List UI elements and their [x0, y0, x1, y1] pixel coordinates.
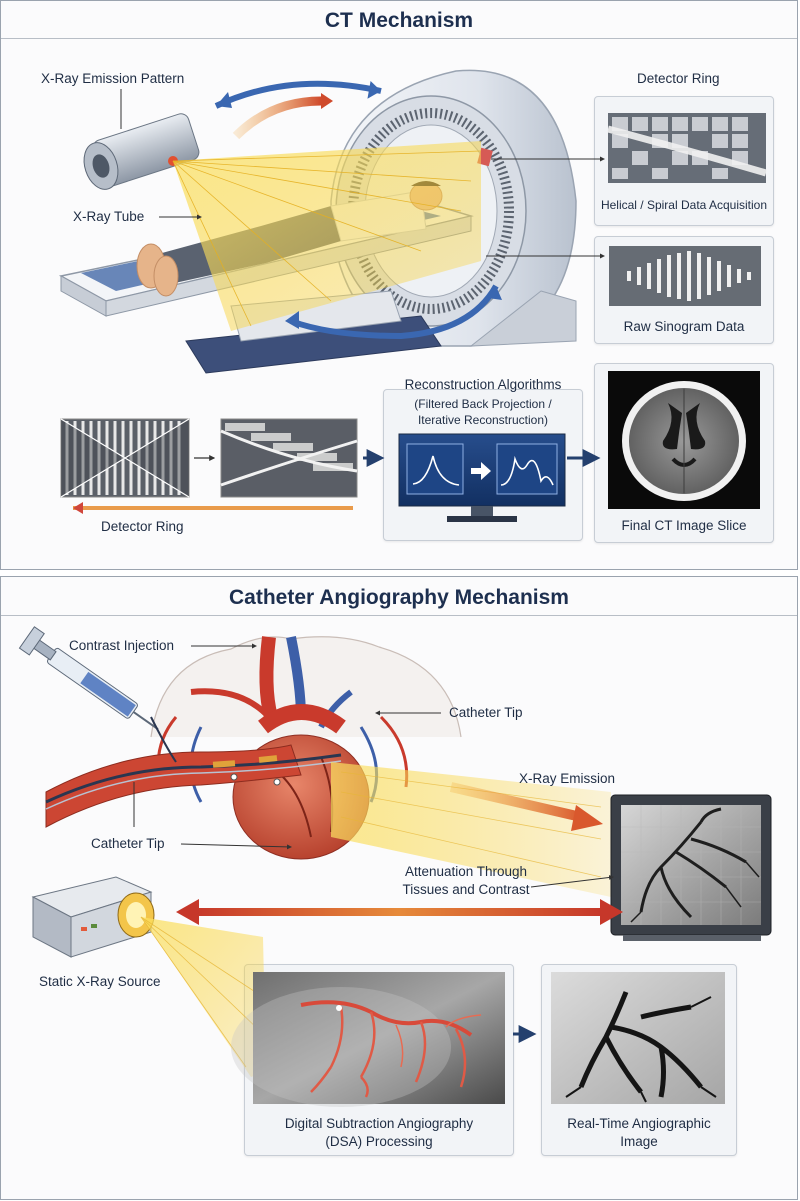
ct-leader-lines [120, 89, 605, 259]
label-reconstruction-title: Reconstruction Algorithms [404, 377, 562, 392]
source-beam-rays [140, 916, 264, 1068]
helical-acquisition-graphic [607, 113, 767, 183]
label-dsa-line2: (DSA) Processing [325, 1134, 433, 1149]
label-dsa-line1: Digital Subtraction Angiography [284, 1116, 474, 1131]
label-attenuation-line2: Tissues and Contrast [402, 882, 530, 897]
final-ct-slice [608, 371, 760, 509]
label-final-ct-image: Final CT Image Slice [621, 518, 747, 533]
label-reconstruction-line1: (Filtered Back Projection / [414, 397, 552, 411]
sinogram-tile-left [60, 418, 190, 498]
angiography-mechanism-panel: Catheter Angiography Mechanism [0, 576, 798, 1200]
emission-beam [331, 762, 611, 897]
ct-panel-title: CT Mechanism [324, 9, 474, 32]
angio-leader-lines [133, 643, 614, 888]
label-contrast-injection: Contrast Injection [69, 638, 175, 653]
label-raw-sinogram: Raw Sinogram Data [623, 319, 745, 334]
label-catheter-tip-upper: Catheter Tip [449, 705, 523, 720]
ct-illustration [58, 69, 767, 522]
label-attenuation-line1: Attenuation Through [404, 864, 528, 879]
label-detector-ring-top: Detector Ring [637, 71, 720, 86]
label-realtime-line1: Real-Time Angiographic [567, 1116, 711, 1131]
ct-xray-beam [172, 141, 482, 331]
dsa-image [231, 972, 505, 1107]
realtime-angiographic-image [551, 972, 725, 1104]
label-xray-emission: X-Ray Emission [519, 771, 616, 786]
static-xray-source [31, 876, 155, 958]
label-detector-ring-bottom: Detector Ring [101, 519, 184, 534]
artery-with-catheter [45, 744, 342, 828]
label-helical-acquisition: Helical / Spiral Data Acquisition [600, 198, 768, 212]
source-beam [141, 917, 266, 1077]
angio-illustration [18, 626, 772, 1107]
xray-tube-device [83, 113, 200, 190]
label-reconstruction-line2: Iterative Reconstruction) [417, 413, 549, 427]
label-xray-tube: X-Ray Tube [73, 209, 145, 224]
bidirectional-arrow [176, 899, 623, 925]
sinogram-tile-right [220, 418, 358, 498]
detector-gradient-arrow [73, 502, 353, 514]
fluoroscopy-monitor [610, 794, 772, 941]
label-static-xray-source: Static X-Ray Source [39, 974, 161, 989]
reconstruction-monitor [398, 433, 566, 522]
ct-title-divider [1, 38, 797, 39]
label-catheter-tip-lower: Catheter Tip [91, 836, 165, 851]
raw-sinogram-graphic [609, 246, 761, 306]
torso-outline [150, 636, 462, 738]
ct-mechanism-panel: CT Mechanism [0, 0, 798, 570]
angio-title-divider [1, 615, 797, 616]
rotation-arrows [214, 80, 502, 340]
label-emission-pattern: X-Ray Emission Pattern [41, 71, 185, 86]
label-realtime-line2: Image [620, 1134, 658, 1149]
contrast-syringe [18, 626, 177, 763]
angio-panel-title: Catheter Angiography Mechanism [229, 586, 569, 609]
